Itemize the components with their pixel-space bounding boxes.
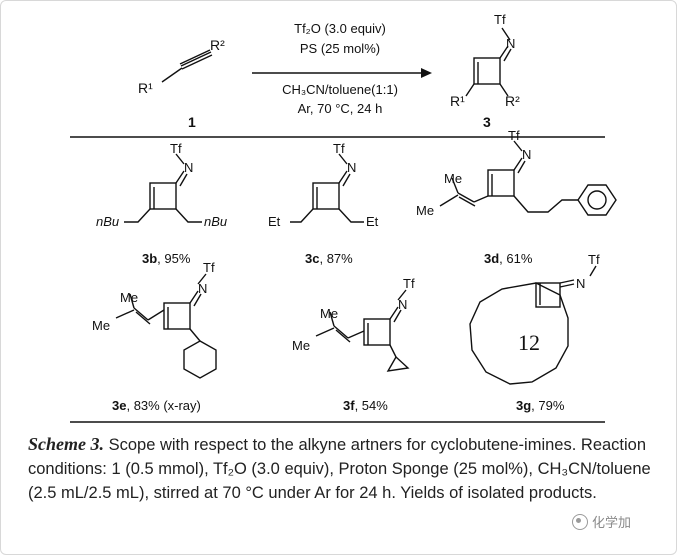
svg-text:Me: Me <box>120 290 138 305</box>
svg-text:Tf: Tf <box>403 276 415 291</box>
svg-text:N: N <box>347 160 356 175</box>
svg-text:Tf: Tf <box>203 260 215 275</box>
product-r2: R² <box>505 93 520 109</box>
product-3b: N Tf nBu nBu 3b, 95% <box>96 141 227 266</box>
product-r1: R¹ <box>450 93 465 109</box>
watermark: 化学加 <box>572 512 631 531</box>
product-3d: N Tf Me Me 3d, 61% <box>416 128 617 266</box>
compound-1-label: 1 <box>188 114 196 130</box>
svg-text:Me: Me <box>416 203 434 218</box>
product-3-structure: N Tf R¹ R² 3 <box>450 12 520 130</box>
condition-1: Tf₂O (3.0 equiv) <box>294 21 386 36</box>
watermark-text: 化学加 <box>592 515 632 530</box>
svg-text:Me: Me <box>92 318 110 333</box>
condition-3: CH₃CN/toluene(1:1) <box>282 82 398 97</box>
reaction-arrow: Tf₂O (3.0 equiv) PS (25 mol%) CH₃CN/tolu… <box>252 21 432 116</box>
svg-text:Tf: Tf <box>170 141 182 156</box>
svg-text:3f, 54%: 3f, 54% <box>343 398 388 413</box>
product-3g: N Tf 12 3g, 79% <box>469 252 600 413</box>
product-3e: N Tf Me Me 3e, 83% (x-ray) <box>92 260 217 413</box>
svg-text:3g, 79%: 3g, 79% <box>516 398 565 413</box>
r1-label: R¹ <box>138 80 153 96</box>
svg-text:nBu: nBu <box>96 214 119 229</box>
svg-text:Et: Et <box>268 214 281 229</box>
triflyl-label: Tf <box>494 12 506 27</box>
product-3f: N Tf Me Me 3f, 54% <box>292 276 415 413</box>
svg-text:Tf: Tf <box>333 141 345 156</box>
svg-text:N: N <box>184 160 193 175</box>
svg-text:Me: Me <box>320 306 338 321</box>
imine-n: N <box>506 36 515 51</box>
compound-3-label: 3 <box>483 114 491 130</box>
svg-text:Tf: Tf <box>588 252 600 267</box>
scheme-caption: Scheme 3. Scope with respect to the alky… <box>28 432 658 505</box>
svg-text:3c, 87%: 3c, 87% <box>305 251 353 266</box>
svg-text:Et: Et <box>366 214 379 229</box>
alkyne-1: R¹ R² 1 <box>138 37 225 130</box>
svg-text:Me: Me <box>292 338 310 353</box>
condition-4: Ar, 70 °C, 24 h <box>298 101 383 116</box>
ring-size-label: 12 <box>518 330 540 355</box>
caption-body: Scope with respect to the alkyne artners… <box>28 436 651 502</box>
svg-text:N: N <box>398 297 407 312</box>
svg-text:3b, 95%: 3b, 95% <box>142 251 191 266</box>
svg-text:Me: Me <box>444 171 462 186</box>
svg-text:nBu: nBu <box>204 214 227 229</box>
svg-text:N: N <box>198 281 207 296</box>
svg-text:N: N <box>522 147 531 162</box>
condition-2: PS (25 mol%) <box>300 41 380 56</box>
product-3c: N Tf Et Et 3c, 87% <box>268 141 379 266</box>
svg-text:3d, 61%: 3d, 61% <box>484 251 533 266</box>
reaction-scheme: R¹ R² 1 Tf₂O (3.0 equiv) PS (25 mol%) CH… <box>70 12 617 423</box>
svg-text:N: N <box>576 276 585 291</box>
r2-label: R² <box>210 37 225 53</box>
watermark-logo-icon <box>572 513 588 530</box>
svg-text:Tf: Tf <box>508 128 520 143</box>
svg-text:3e, 83% (x-ray): 3e, 83% (x-ray) <box>112 398 201 413</box>
caption-title: Scheme 3. <box>28 434 104 454</box>
